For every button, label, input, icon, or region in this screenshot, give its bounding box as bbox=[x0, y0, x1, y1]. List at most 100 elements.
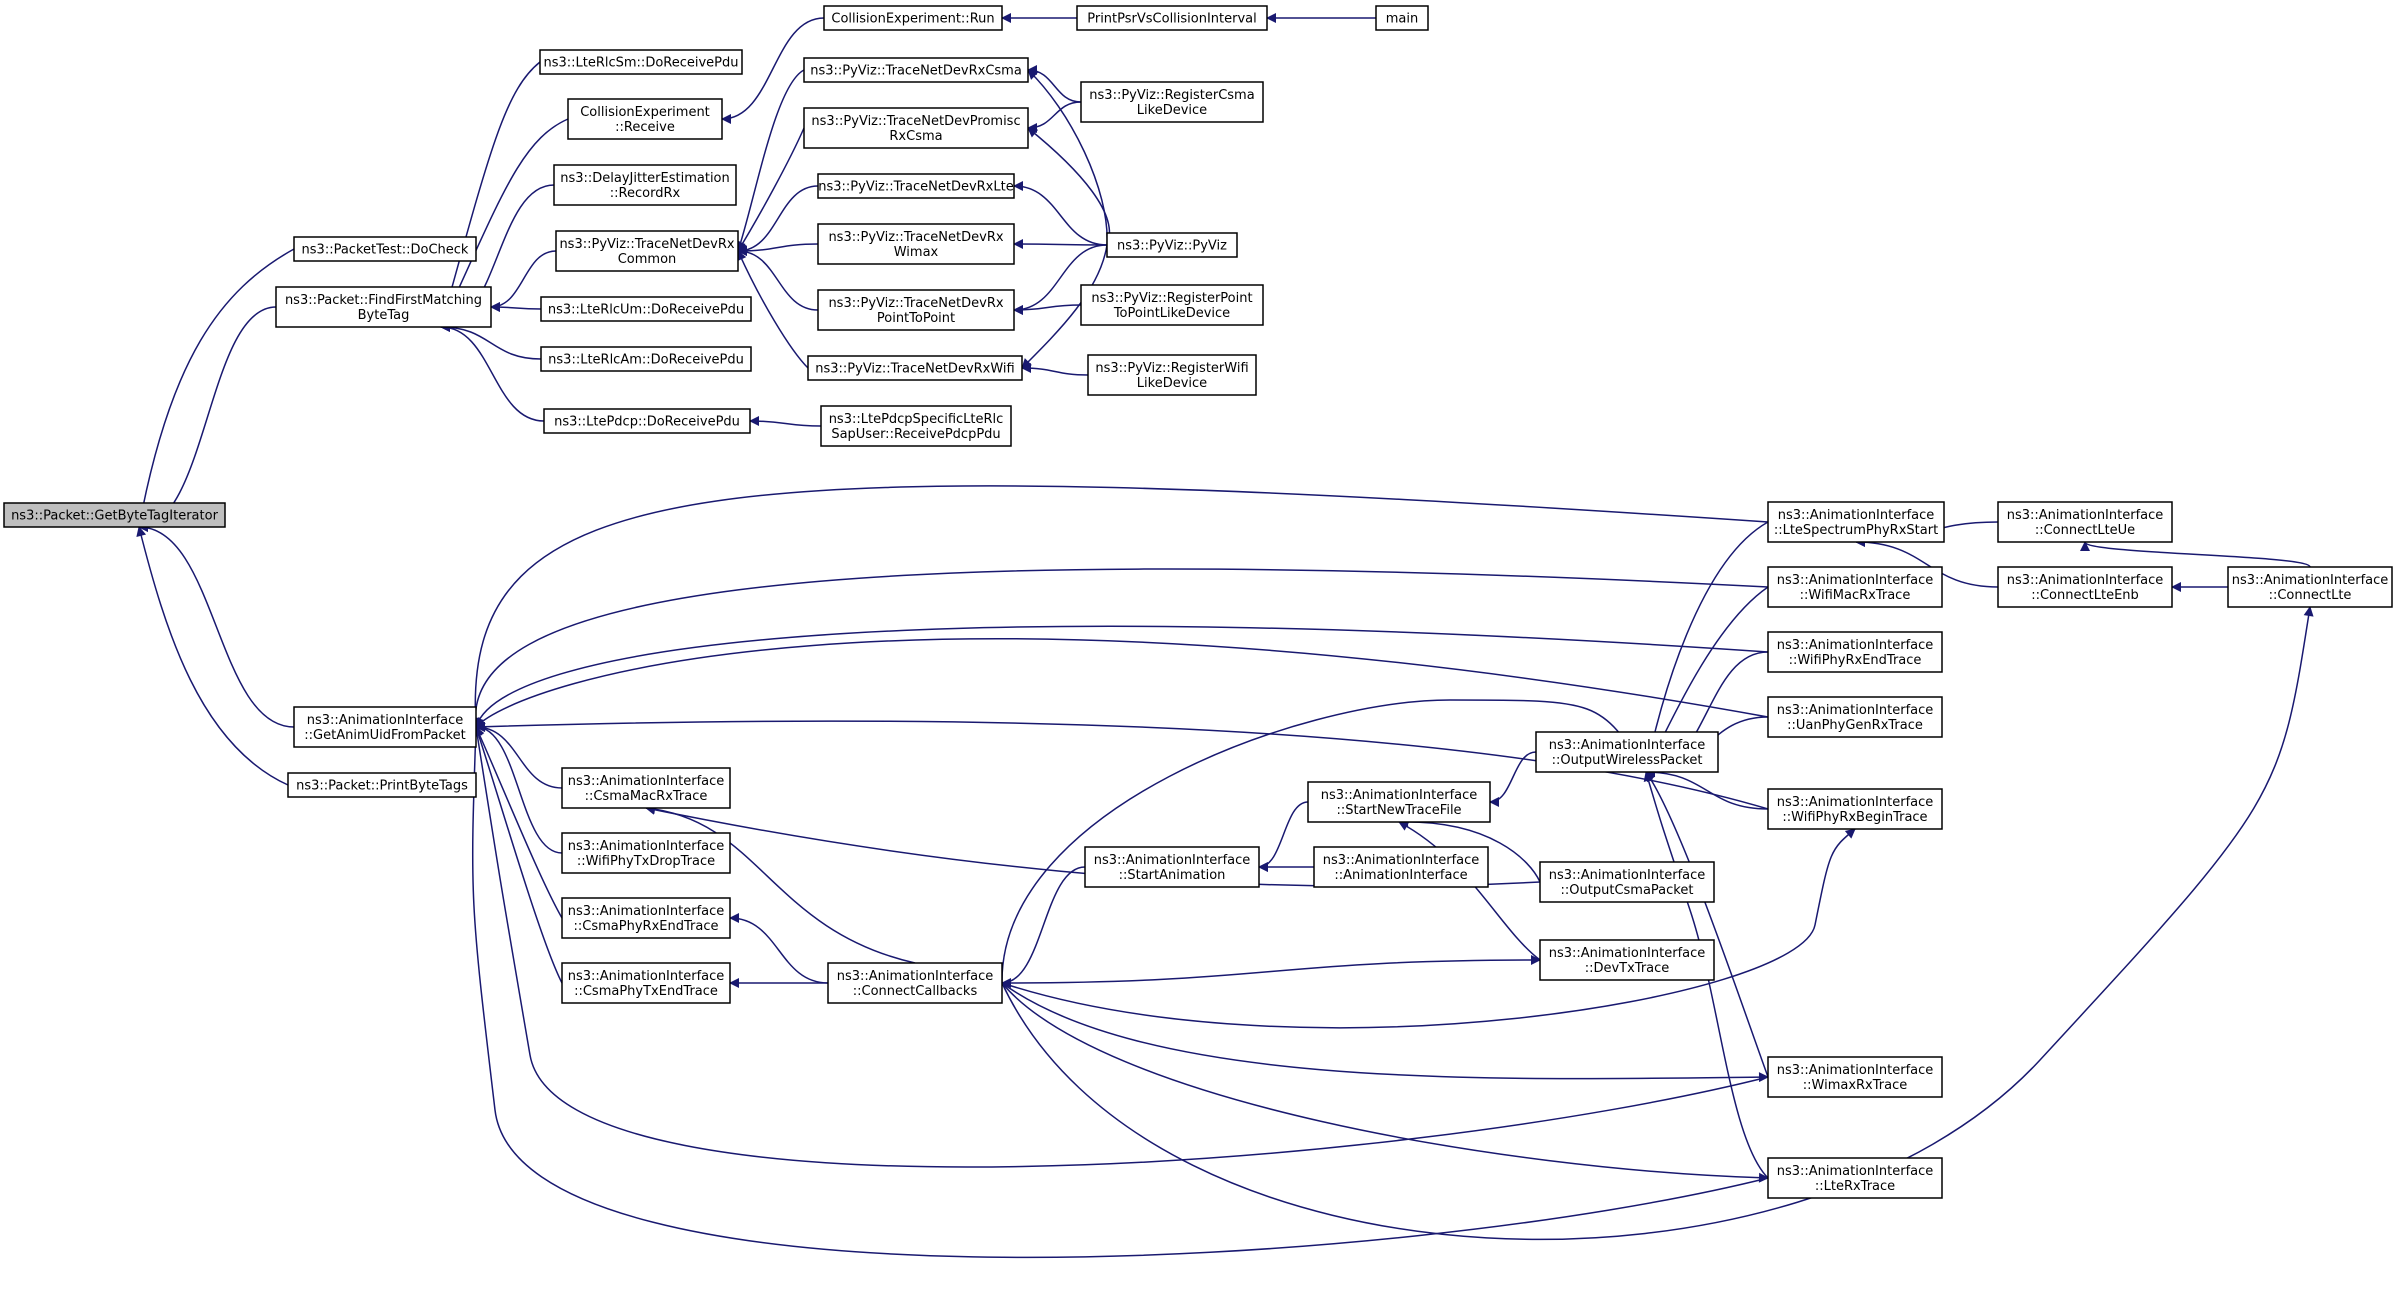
node-label: ::UanPhyGenRxTrace bbox=[1787, 718, 1923, 733]
node-outcsma[interactable]: ns3::AnimationInterface::OutputCsmaPacke… bbox=[1539, 861, 1715, 903]
node-label: ::CsmaMacRxTrace bbox=[585, 789, 708, 804]
node-connlteue[interactable]: ns3::AnimationInterface::ConnectLteUe bbox=[1997, 501, 2173, 543]
nodes-layer: ns3::Packet::GetByteTagIteratorns3::Pack… bbox=[3, 5, 2393, 1199]
node-pdcpsap[interactable]: ns3::LtePdcpSpecificLteRlcSapUser::Recei… bbox=[820, 405, 1012, 447]
node-box bbox=[1997, 501, 2173, 543]
node-packettest[interactable]: ns3::PacketTest::DoCheck bbox=[293, 236, 477, 262]
node-label: ::ConnectLte bbox=[2269, 588, 2352, 603]
node-ltespec[interactable]: ns3::AnimationInterface::LteSpectrumPhyR… bbox=[1767, 501, 1945, 543]
node-startanim[interactable]: ns3::AnimationInterface::StartAnimation bbox=[1084, 846, 1260, 888]
edge-printbt-to-root bbox=[136, 526, 289, 786]
edge-pdcpsap-to-pdcp bbox=[749, 416, 822, 427]
node-csmamacrx[interactable]: ns3::AnimationInterface::CsmaMacRxTrace bbox=[561, 767, 731, 809]
node-connlte[interactable]: ns3::AnimationInterface::ConnectLte bbox=[2227, 566, 2393, 608]
node-label: ns3::PyViz::TraceNetDevRx bbox=[828, 230, 1003, 245]
edge-tnrxwifi-to-tndrxcommon bbox=[737, 250, 809, 369]
edge-pyviz-to-tnpromisc bbox=[1027, 127, 1111, 246]
node-rlcum[interactable]: ns3::LteRlcUm::DoReceivePdu bbox=[540, 296, 752, 322]
node-wifirxbegin[interactable]: ns3::AnimationInterface::WifiPhyRxBeginT… bbox=[1767, 788, 1943, 830]
node-box bbox=[1080, 284, 1264, 326]
edge-rlcsm-to-ffmbt bbox=[438, 61, 541, 328]
node-connlteenb[interactable]: ns3::AnimationInterface::ConnectLteEnb bbox=[1997, 566, 2173, 608]
node-label: ::GetAnimUidFromPacket bbox=[304, 728, 465, 743]
node-label: ns3::AnimationInterface bbox=[1549, 738, 1706, 753]
node-box bbox=[293, 706, 477, 748]
edge-ltespec-to-getanim bbox=[470, 485, 1769, 728]
node-label: ::WifiPhyTxDropTrace bbox=[577, 854, 715, 869]
node-label: ns3::AnimationInterface bbox=[1321, 788, 1478, 803]
node-collrecv[interactable]: CollisionExperiment::Receive bbox=[567, 98, 723, 140]
node-printpsr[interactable]: PrintPsrVsCollisionInterval bbox=[1076, 5, 1268, 31]
node-delay[interactable]: ns3::DelayJitterEstimation::RecordRx bbox=[553, 164, 737, 206]
node-csmatxend[interactable]: ns3::AnimationInterface::CsmaPhyTxEndTra… bbox=[561, 962, 731, 1004]
node-label: ::CsmaPhyTxEndTrace bbox=[574, 984, 718, 999]
node-box bbox=[1307, 781, 1491, 823]
node-box bbox=[1084, 846, 1260, 888]
node-label: ::StartNewTraceFile bbox=[1336, 803, 1461, 818]
node-wifimacrx[interactable]: ns3::AnimationInterface::WifiMacRxTrace bbox=[1767, 566, 1943, 608]
node-box bbox=[1767, 501, 1945, 543]
node-wimaxrx[interactable]: ns3::AnimationInterface::WimaxRxTrace bbox=[1767, 1056, 1943, 1098]
node-getanim[interactable]: ns3::AnimationInterface::GetAnimUidFromP… bbox=[293, 706, 477, 748]
node-starttrace[interactable]: ns3::AnimationInterface::StartNewTraceFi… bbox=[1307, 781, 1491, 823]
edge-lterx-to-getanim bbox=[470, 726, 1769, 1259]
node-label: ns3::AnimationInterface bbox=[1777, 703, 1934, 718]
node-box bbox=[1539, 861, 1715, 903]
node-box bbox=[1106, 232, 1238, 258]
node-tnrxlte[interactable]: ns3::PyViz::TraceNetDevRxLte bbox=[817, 173, 1015, 199]
node-root[interactable]: ns3::Packet::GetByteTagIterator bbox=[3, 502, 226, 528]
edge-getanim-to-root bbox=[138, 522, 295, 728]
node-csmarxend[interactable]: ns3::AnimationInterface::CsmaPhyRxEndTra… bbox=[561, 897, 731, 939]
node-wifitxdrop[interactable]: ns3::AnimationInterface::WifiPhyTxDropTr… bbox=[561, 832, 731, 874]
node-tnrxcsma[interactable]: ns3::PyViz::TraceNetDevRxCsma bbox=[803, 57, 1029, 83]
edge-outwireless-to-starttrace bbox=[1489, 751, 1537, 807]
node-label: ns3::AnimationInterface bbox=[1777, 1063, 1934, 1078]
node-box bbox=[827, 962, 1003, 1004]
node-devtx[interactable]: ns3::AnimationInterface::DevTxTrace bbox=[1539, 939, 1715, 981]
node-label: ::ConnectCallbacks bbox=[853, 984, 978, 999]
edge-connectcb-to-csmarxend bbox=[729, 913, 829, 984]
node-rlcsm[interactable]: ns3::LteRlcSm::DoReceivePdu bbox=[539, 49, 743, 75]
node-collrun[interactable]: CollisionExperiment::Run bbox=[823, 5, 1003, 31]
node-pyviz[interactable]: ns3::PyViz::PyViz bbox=[1106, 232, 1238, 258]
node-box bbox=[1767, 1157, 1943, 1199]
node-label: ns3::AnimationInterface bbox=[1777, 573, 1934, 588]
node-tnrxwifi[interactable]: ns3::PyViz::TraceNetDevRxWifi bbox=[807, 355, 1023, 381]
node-pdcp[interactable]: ns3::LtePdcp::DoReceivePdu bbox=[543, 408, 751, 434]
edge-pyviz-to-tnrxlte bbox=[1013, 181, 1108, 246]
node-rlcam[interactable]: ns3::LteRlcAm::DoReceivePdu bbox=[540, 346, 752, 372]
edge-tnrxcsma-to-tndrxcommon bbox=[736, 69, 805, 252]
node-box bbox=[820, 405, 1012, 447]
node-box bbox=[561, 767, 731, 809]
node-outwireless[interactable]: ns3::AnimationInterface::OutputWirelessP… bbox=[1535, 731, 1719, 773]
edge-devtx-to-starttrace bbox=[1398, 821, 1541, 961]
node-label: CollisionExperiment bbox=[580, 105, 710, 120]
node-box bbox=[1087, 354, 1257, 396]
edge-pyviz-to-tnrxp2p bbox=[1013, 244, 1108, 315]
node-box bbox=[1767, 566, 1943, 608]
node-box bbox=[2227, 566, 2393, 608]
node-uanrx[interactable]: ns3::AnimationInterface::UanPhyGenRxTrac… bbox=[1767, 696, 1943, 738]
node-regp2p[interactable]: ns3::PyViz::RegisterPointToPointLikeDevi… bbox=[1080, 284, 1264, 326]
edge-regcsma-to-tnpromisc bbox=[1027, 101, 1082, 133]
node-box bbox=[3, 502, 226, 528]
node-connectcb[interactable]: ns3::AnimationInterface::ConnectCallback… bbox=[827, 962, 1003, 1004]
node-wifirxend[interactable]: ns3::AnimationInterface::WifiPhyRxEndTra… bbox=[1767, 631, 1943, 673]
node-label: ns3::AnimationInterface bbox=[2007, 573, 2164, 588]
node-lterx[interactable]: ns3::AnimationInterface::LteRxTrace bbox=[1767, 1157, 1943, 1199]
node-animctor[interactable]: ns3::AnimationInterface::AnimationInterf… bbox=[1313, 846, 1489, 888]
node-label: ns3::AnimationInterface bbox=[1777, 795, 1934, 810]
node-printbt[interactable]: ns3::Packet::PrintByteTags bbox=[287, 772, 477, 798]
node-box bbox=[1313, 846, 1489, 888]
node-label: ns3::AnimationInterface bbox=[2007, 508, 2164, 523]
node-label: ns3::PacketTest::DoCheck bbox=[302, 243, 469, 258]
node-main[interactable]: main bbox=[1375, 5, 1429, 31]
